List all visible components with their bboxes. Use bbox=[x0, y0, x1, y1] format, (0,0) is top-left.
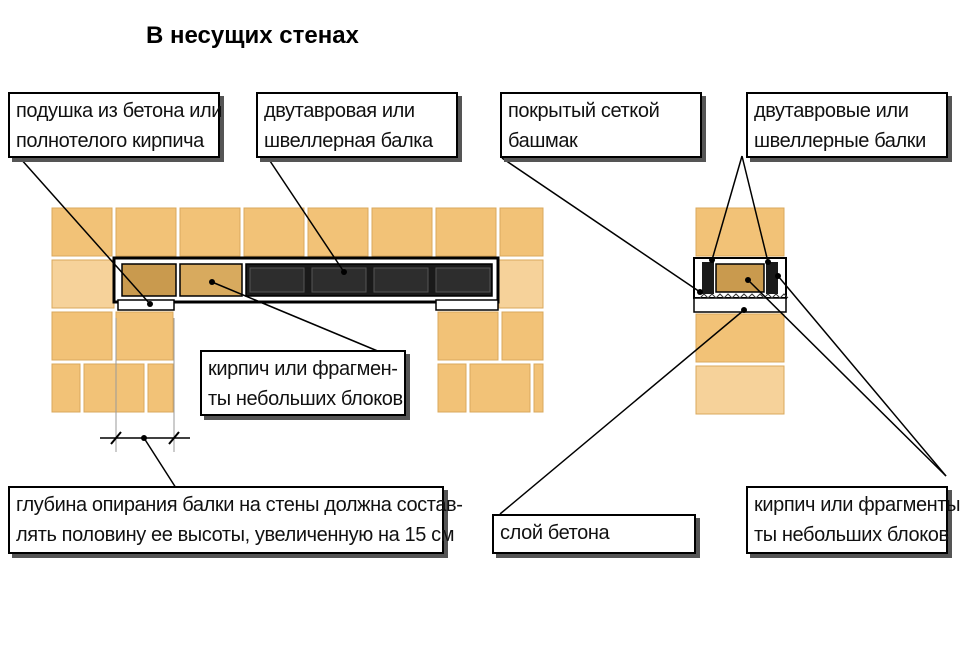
mesh-shoe bbox=[715, 293, 725, 299]
leader-line bbox=[211, 281, 381, 353]
mesh-shoe bbox=[699, 293, 709, 299]
brick bbox=[179, 207, 241, 257]
brick bbox=[243, 207, 305, 257]
brick bbox=[695, 207, 785, 257]
mesh-shoe bbox=[779, 293, 789, 299]
leader-line bbox=[143, 437, 177, 489]
cushion-label-line-2: полнотелого кирпича bbox=[16, 130, 204, 152]
mesh-shoe bbox=[747, 293, 757, 299]
beam-block bbox=[435, 267, 491, 293]
leader-dot bbox=[147, 301, 153, 307]
leader-dot bbox=[709, 257, 715, 263]
leader-dot bbox=[765, 259, 771, 265]
dimension-tick bbox=[168, 431, 180, 445]
ibeam-section bbox=[702, 262, 714, 294]
leader-line bbox=[711, 155, 743, 261]
leader-dot bbox=[209, 279, 215, 285]
concrete-label-line-1: слой бетона bbox=[500, 522, 610, 544]
mesh-shoe bbox=[755, 293, 765, 299]
brick bbox=[695, 313, 785, 363]
brick bbox=[51, 363, 81, 413]
leader-dot bbox=[775, 273, 781, 279]
ibeam-section bbox=[766, 262, 778, 294]
leader-line bbox=[501, 157, 701, 293]
mesh-shoe bbox=[731, 293, 741, 299]
brick-right-label-line-2: ты небольших блоков bbox=[754, 524, 949, 546]
brick-left-label-line-2: ты небольших блоков bbox=[208, 388, 403, 410]
cushion-label-line-1: подушка из бетона или bbox=[16, 100, 223, 122]
brick-left-label: кирпич или фрагмен- ты небольших блоков bbox=[200, 350, 406, 416]
depth-label-line-2: лять половину ее высоты, увеличенную на … bbox=[16, 524, 455, 546]
leader-dot bbox=[697, 289, 703, 295]
brick bbox=[371, 207, 433, 257]
brick bbox=[695, 365, 785, 415]
brick bbox=[533, 363, 544, 413]
brick bbox=[83, 363, 145, 413]
page-title: В несущих стенах bbox=[146, 22, 359, 49]
brick bbox=[51, 207, 113, 257]
concrete-cushion bbox=[117, 299, 175, 311]
leader-line bbox=[777, 275, 947, 477]
leader-dot bbox=[141, 435, 147, 441]
leader-line bbox=[499, 309, 745, 515]
beam-block bbox=[311, 267, 367, 293]
mesh-shoe bbox=[707, 293, 717, 299]
leader-line bbox=[267, 157, 345, 273]
brick-right-label-line-1: кирпич или фрагменты bbox=[754, 494, 961, 516]
shoe-label-line-2: башмак bbox=[508, 130, 578, 152]
ibeam-label-line-2: швеллерная балка bbox=[264, 130, 433, 152]
ibeams-right-label: двутавровые или швеллерные балки bbox=[746, 92, 948, 158]
beam-block bbox=[249, 267, 305, 293]
leader-line bbox=[741, 155, 769, 263]
brick-right-label: кирпич или фрагменты ты небольших блоков bbox=[746, 486, 961, 554]
dimension-tick bbox=[110, 431, 122, 445]
mesh-shoe bbox=[723, 293, 733, 299]
brick bbox=[498, 259, 544, 309]
beam-infill-brick bbox=[121, 263, 177, 297]
depth-label-line-1: глубина опирания балки на стены должна с… bbox=[16, 494, 463, 516]
leader-line bbox=[747, 279, 947, 477]
leader-line bbox=[19, 157, 151, 305]
beam-block bbox=[373, 267, 429, 293]
mesh-shoe bbox=[771, 293, 781, 299]
shoe-label: покрытый сеткой башмак bbox=[500, 92, 702, 158]
brick bbox=[437, 363, 467, 413]
leader-dot bbox=[341, 269, 347, 275]
ibeams-right-label-line-1: двутавровые или bbox=[754, 100, 909, 122]
brick-left-label-line-1: кирпич или фрагмен- bbox=[208, 358, 398, 380]
brick bbox=[501, 311, 544, 361]
leader-lines bbox=[19, 155, 947, 515]
brick bbox=[115, 207, 177, 257]
brick bbox=[115, 311, 174, 361]
concrete-cushion bbox=[435, 299, 499, 311]
brick bbox=[51, 311, 113, 361]
brick bbox=[51, 259, 115, 309]
brick bbox=[147, 363, 174, 413]
left-brick-wall bbox=[51, 207, 544, 413]
leader-dot bbox=[745, 277, 751, 283]
ibeam-label-line-1: двутавровая или bbox=[264, 100, 415, 122]
shoe-label-line-1: покрытый сеткой bbox=[508, 100, 660, 122]
ibeam-label: двутавровая или швеллерная балка bbox=[256, 92, 458, 158]
cushion-label: подушка из бетона или полнотелого кирпич… bbox=[8, 92, 223, 158]
right-wall-section bbox=[693, 207, 789, 415]
brick bbox=[499, 207, 544, 257]
left-lintel-assembly bbox=[100, 256, 500, 452]
brick bbox=[469, 363, 531, 413]
leader-dot bbox=[741, 307, 747, 313]
brick bbox=[437, 311, 499, 361]
depth-label: глубина опирания балки на стены должна с… bbox=[8, 486, 463, 554]
mesh-shoe bbox=[739, 293, 749, 299]
ibeams-right-label-line-2: швеллерные балки bbox=[754, 130, 926, 152]
concrete-label: слой бетона bbox=[492, 514, 696, 554]
brick bbox=[435, 207, 497, 257]
